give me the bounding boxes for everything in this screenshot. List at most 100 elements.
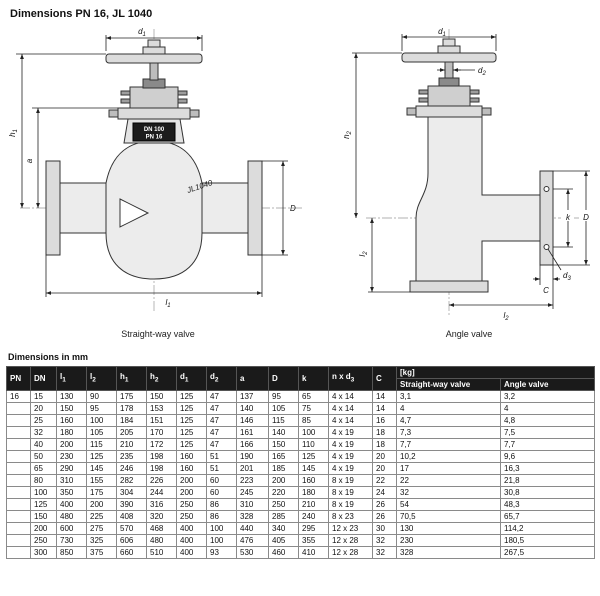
- name-plate: DN 100 PN 16: [132, 122, 176, 142]
- angle-valve-figure: d1 d2 h2 l2 k D d3 C l2 Angle valve: [342, 23, 594, 339]
- col-header-pn: PN: [6, 366, 31, 391]
- table-cell: [6, 402, 31, 415]
- table-cell: 250: [176, 510, 207, 523]
- table-cell: 24: [372, 486, 397, 499]
- table-cell: 200: [268, 474, 299, 487]
- table-cell: 172: [146, 438, 177, 451]
- table-cell: 240: [298, 510, 329, 523]
- table-cell: 4: [396, 402, 501, 415]
- table-cell: 125: [176, 414, 207, 427]
- table-cell: 145: [298, 462, 329, 475]
- table-cell: 100: [86, 414, 117, 427]
- dim-label-d1: d1: [438, 27, 446, 38]
- table-cell: 125: [30, 498, 57, 511]
- table-cell: 17: [396, 462, 501, 475]
- table-cell: 340: [268, 522, 299, 535]
- table-cell: 155: [86, 474, 117, 487]
- table-cell: 161: [236, 426, 269, 439]
- table-cell: 60: [206, 486, 237, 499]
- table-cell: 137: [236, 390, 269, 403]
- table-cell: 316: [146, 498, 177, 511]
- table-cell: 175: [116, 390, 147, 403]
- table-cell: 130: [396, 522, 501, 535]
- table-cell: 7,5: [499, 426, 596, 439]
- table-cell: 150: [268, 438, 299, 451]
- table-cell: 160: [298, 474, 329, 487]
- table-cell: 105: [86, 426, 117, 439]
- table-cell: 250: [268, 498, 299, 511]
- valve-body: [401, 38, 554, 293]
- table-cell: 32: [396, 486, 501, 499]
- table-cell: 295: [298, 522, 329, 535]
- table-cell: 50: [30, 450, 57, 463]
- table-cell: 125: [176, 402, 207, 415]
- table-cell: 4 x 19: [328, 426, 373, 439]
- table-cell: [6, 426, 31, 439]
- table-cell: 408: [116, 510, 147, 523]
- table-cell: 85: [298, 414, 329, 427]
- dim-label-l1: l1: [165, 298, 170, 309]
- table-cell: 32: [372, 534, 397, 547]
- table-cell: 100: [206, 522, 237, 535]
- table-cell: 130: [56, 390, 87, 403]
- table-cell: 75: [298, 402, 329, 415]
- table-cell: 47: [206, 390, 237, 403]
- table-cell: 230: [396, 534, 501, 547]
- dim-label-l2-bottom: l2: [503, 311, 509, 322]
- table-cell: 90: [86, 390, 117, 403]
- table-cell: 660: [116, 546, 147, 559]
- table-cell: 275: [86, 522, 117, 535]
- dimensions-table: PN DN l1 l2 h1 h2 d1 d2 a D k n x d3 C […: [6, 366, 596, 559]
- table-cell: 150: [146, 390, 177, 403]
- table-cell: 65: [30, 462, 57, 475]
- table-cell: 160: [176, 450, 207, 463]
- table-cell: 80: [30, 474, 57, 487]
- table-cell: 15: [30, 390, 57, 403]
- table-cell: 114,2: [499, 522, 596, 535]
- table-cell: 440: [236, 522, 269, 535]
- table-cell: 210: [298, 498, 329, 511]
- table-cell: 205: [116, 426, 147, 439]
- angle-valve-drawing: d1 d2 h2 l2 k D d3 C l2: [342, 27, 592, 322]
- table-cell: 8 x 19: [328, 498, 373, 511]
- table-cell: [6, 414, 31, 427]
- table-cell: 12 x 28: [328, 534, 373, 547]
- table-cell: 304: [116, 486, 147, 499]
- table-cell: 290: [56, 462, 87, 475]
- table-cell: 86: [206, 510, 237, 523]
- table-cell: 468: [146, 522, 177, 535]
- table-cell: 4 x 14: [328, 414, 373, 427]
- table-cell: [6, 510, 31, 523]
- table-cell: 32: [372, 546, 397, 559]
- table-cell: 310: [236, 498, 269, 511]
- table-cell: 32: [30, 426, 57, 439]
- D-label-bg: [579, 210, 592, 221]
- table-cell: 40: [30, 438, 57, 451]
- table-cell: 14: [372, 390, 397, 403]
- table-cell: 115: [268, 414, 299, 427]
- table-cell: 20: [372, 450, 397, 463]
- table-cell: 201: [236, 462, 269, 475]
- table-cell: 7,3: [396, 426, 501, 439]
- table-cell: 153: [146, 402, 177, 415]
- table-cell: 20: [372, 462, 397, 475]
- plate-line2: PN 16: [146, 135, 163, 141]
- table-cell: 26: [372, 510, 397, 523]
- table-cell: 115: [86, 438, 117, 451]
- col-header-d2: d2: [206, 366, 237, 391]
- table-cell: 606: [116, 534, 147, 547]
- table-cell: 320: [146, 510, 177, 523]
- table-cell: 20: [30, 402, 57, 415]
- col-header-nxd3: n x d3: [328, 366, 373, 391]
- table-cell: 100: [298, 426, 329, 439]
- table-cell: 30: [372, 522, 397, 535]
- table-cell: 95: [86, 402, 117, 415]
- table-cell: 180: [298, 486, 329, 499]
- col-header-h1: h1: [116, 366, 147, 391]
